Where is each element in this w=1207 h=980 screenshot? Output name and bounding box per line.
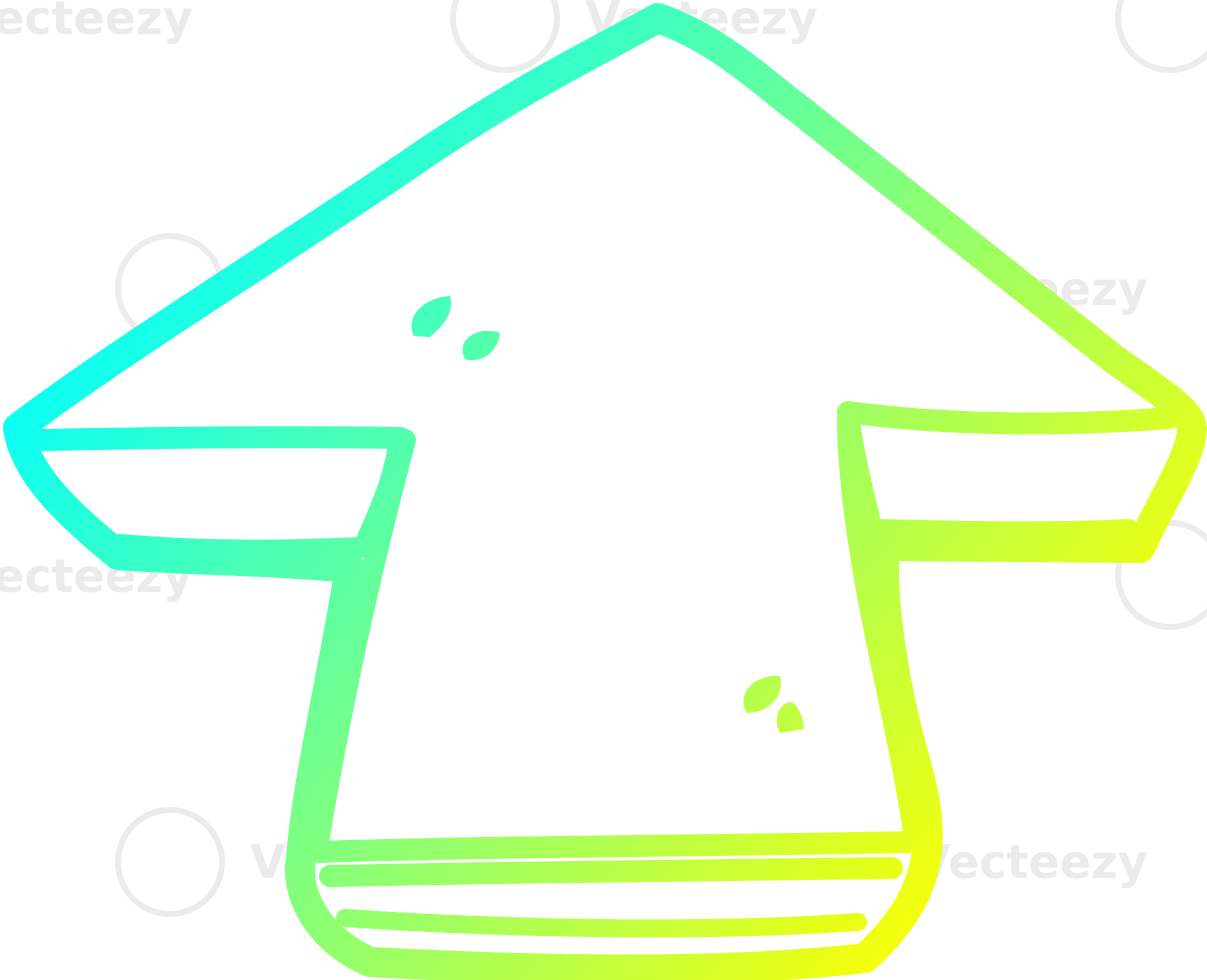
shine-mark: [411, 296, 451, 337]
watermark-text: Vecteezy: [0, 0, 193, 45]
shine-mark: [743, 675, 781, 713]
shine-mark: [776, 702, 804, 733]
arrow-icon: [3, 3, 1207, 980]
arrow-inner-line: [307, 831, 923, 863]
arrow-outline: [3, 3, 1207, 980]
arrow-inner-line: [869, 519, 1139, 544]
shine-mark: [462, 330, 500, 361]
arrow-inner-line: [319, 857, 903, 887]
watermark: Vecteezy: [0, 0, 193, 45]
arrow-inner-line: [336, 909, 867, 938]
arrow-inner-line: [109, 534, 369, 562]
watermark-text: Vecteezy: [915, 835, 1148, 889]
watermark: [1115, 0, 1207, 73]
watermark: [1115, 520, 1207, 630]
arrow-inner-line: [307, 429, 416, 853]
arrow-inner-line: [837, 409, 926, 849]
